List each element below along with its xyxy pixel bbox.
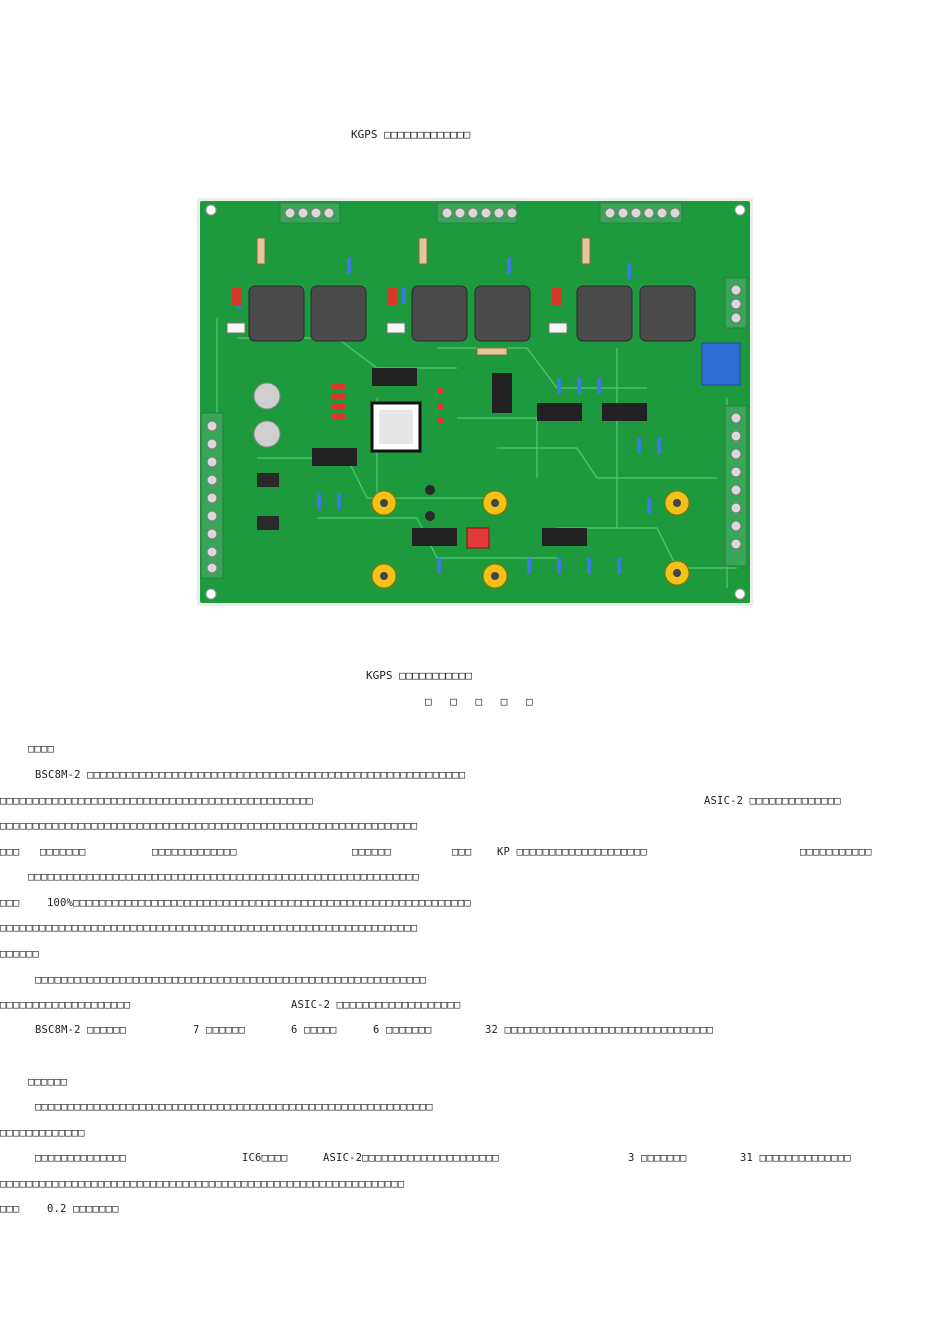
paragraph-line-part: □□□□□□□□□□□□□ [152, 846, 237, 858]
paragraph-line-part: □□□□□□□□□□□□□□ [35, 1152, 127, 1164]
paragraph-line: □□□□□□□□□□□□□ [0, 1127, 85, 1139]
paragraph-line-part: IC6□□□□ [242, 1152, 288, 1164]
paragraph-line-part: 100%□□□□□□□□□□□□□□□□□□□□□□□□□□□□□□□□□□□□… [47, 897, 471, 909]
paragraph-line-part: 31 □□□□□□□□□□□□□□ [740, 1152, 851, 1164]
doc-subtitle: □ □ □ □ □ [425, 695, 539, 708]
paragraph-line: □□□□□□□□□□□□□□□□□□□□□□□□□□□□□□□□□□□□□□□□… [0, 820, 418, 832]
paragraph-line: □□□□□□□□□□□□□□□□□□□□□□□□□□□□□□□□□□□□□□□□… [35, 974, 427, 986]
paragraph-line-part: ASIC-2 □□□□□□□□□□□□□□ [704, 795, 841, 807]
pcb-board-image [197, 198, 753, 606]
paragraph-line: □□□□□□□□□□□□□□□□□□□□□□□□□□□□□□□□□□□□□□□□… [0, 1178, 405, 1190]
doc-title-top: KGPS □□□□□□□□□□□□□ [351, 128, 471, 141]
paragraph-line: □□□□□□□□□□□□□□□□□□□□□□□□□□□□□□□□□□□□□□□□… [0, 795, 314, 807]
paragraph-line-part: □□□ [0, 897, 20, 909]
paragraph-line-part: □□□□□□□ [40, 846, 86, 858]
section-heading-1: □□□□ [28, 743, 55, 755]
paragraph-line-part: KP □□□□□□□□□□□□□□□□□□□□ [497, 846, 647, 858]
paragraph-line-part: 32 □□□□□□□□□□□□□□□□□□□□□□□□□□□□□□□□ [485, 1024, 714, 1036]
paragraph-line-part: □□□□□□□□□□□ [800, 846, 872, 858]
paragraph-line-part: □□□□□□□□□□□□□□□□□□□□ [0, 999, 131, 1011]
paragraph-line-part: □□□□□□ [352, 846, 392, 858]
doc-title-main: KGPS □□□□□□□□□□□ [366, 669, 472, 682]
paragraph-line: □□□□□□ [0, 948, 40, 960]
paragraph-line-part: 0.2 □□□□□□□ [47, 1203, 119, 1215]
paragraph-line-part: 6 □□□□□□□ [373, 1024, 432, 1036]
section-heading-2: □□□□□□ [28, 1076, 68, 1088]
paragraph-line-part: □□□ [452, 846, 472, 858]
paragraph-line: BSC8M-2 □□□□□□□□□□□□□□□□□□□□□□□□□□□□□□□□… [35, 769, 466, 781]
paragraph-line: □□□□□□□□□□□□□□□□□□□□□□□□□□□□□□□□□□□□□□□□… [28, 871, 420, 883]
paragraph-line-part: □□□ [0, 1203, 20, 1215]
paragraph-line-part: 3 □□□□□□□ [628, 1152, 687, 1164]
paragraph-line: □□□□□□□□□□□□□□□□□□□□□□□□□□□□□□□□□□□□□□□□… [0, 922, 418, 934]
paragraph-line-part: □□□ [0, 846, 20, 858]
paragraph-line-part: 6 □□□□□ [291, 1024, 337, 1036]
paragraph-line: □□□□□□□□□□□□□□□□□□□□□□□□□□□□□□□□□□□□□□□□… [35, 1101, 433, 1113]
paragraph-line-part: ASIC-2□□□□□□□□□□□□□□□□□□□□□ [323, 1152, 500, 1164]
paragraph-line-part: 7 □□□□□□ [193, 1024, 246, 1036]
paragraph-line-part: ASIC-2 □□□□□□□□□□□□□□□□□□□ [291, 999, 461, 1011]
paragraph-line-part: BSC8M-2 □□□□□□ [35, 1024, 127, 1036]
